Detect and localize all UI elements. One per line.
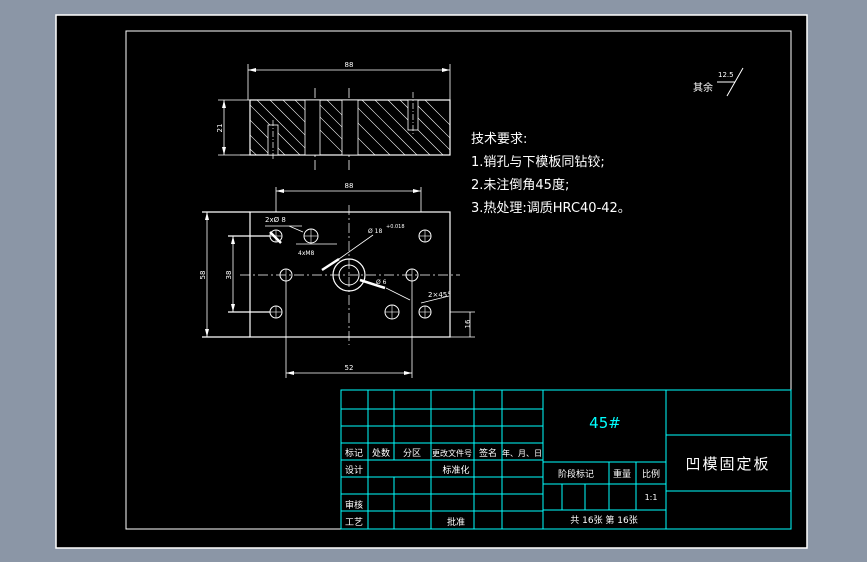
material-label: 45# bbox=[589, 414, 621, 432]
header-zone: 分区 bbox=[403, 448, 421, 459]
dim-plan-height-outer: 58 bbox=[199, 271, 207, 280]
title-block bbox=[340, 389, 792, 530]
header-date: 年、月、日 bbox=[502, 448, 542, 458]
dim-hole-c: Ø 18 bbox=[368, 228, 382, 235]
row-process: 工艺 bbox=[345, 517, 363, 528]
header-mark: 标记 bbox=[345, 447, 363, 459]
row-standard: 标准化 bbox=[442, 464, 469, 476]
roughness-symbol: 其余 12.5 bbox=[693, 67, 744, 97]
weight-label: 重量 bbox=[613, 468, 631, 480]
header-doc-no: 更改文件号 bbox=[432, 448, 472, 458]
dim-plan-width: 88 bbox=[345, 182, 354, 190]
roughness-value: 12.5 bbox=[718, 71, 734, 79]
roughness-label: 其余 bbox=[693, 81, 713, 94]
dim-plan-bottom-width: 52 bbox=[345, 364, 354, 372]
dim-plan-height-inner: 38 bbox=[225, 271, 233, 280]
dim-section-height: 21 bbox=[216, 124, 224, 133]
dim-right-offset: 16 bbox=[464, 319, 472, 328]
part-name: 凹模固定板 bbox=[685, 455, 770, 473]
dim-top-width: 88 bbox=[345, 61, 354, 69]
header-count: 处数 bbox=[372, 447, 390, 459]
dim-chamfer: 2×45° bbox=[428, 291, 451, 299]
scale-label: 比例 bbox=[642, 468, 660, 480]
scale-value: 1:1 bbox=[645, 493, 658, 502]
sheet-info: 共 16张 第 16张 bbox=[570, 514, 638, 526]
technical-notes: 技术要求: 1.销孔与下模板同钻铰; 2.未注倒角45度; 3.热处理:调质HR… bbox=[471, 132, 631, 216]
dim-hole-b: 4xM8 bbox=[298, 250, 315, 257]
note-item-3: 3.热处理:调质HRC40-42。 bbox=[471, 201, 631, 216]
dim-hole-a: 2xØ 8 bbox=[265, 216, 286, 224]
row-approve: 批准 bbox=[447, 516, 465, 528]
row-design: 设计 bbox=[345, 464, 363, 476]
row-review: 审核 bbox=[345, 499, 363, 511]
notes-heading: 技术要求: bbox=[471, 132, 527, 147]
note-item-2: 2.未注倒角45度; bbox=[471, 177, 569, 193]
header-signature: 签名 bbox=[479, 447, 497, 459]
dim-hole-c-tol: +0.018 bbox=[386, 224, 405, 230]
dim-hole-d: Ø 6 bbox=[376, 279, 387, 286]
section-view: 88 bbox=[216, 61, 451, 170]
note-item-1: 1.销孔与下模板同钻铰; bbox=[471, 155, 605, 170]
plan-view: 88 2xØ bbox=[199, 182, 475, 378]
title-block-text: 45# 凹模固定板 标记 处数 分区 更改文件号 签名 年、月、日 设计 标准化… bbox=[345, 414, 770, 528]
stage-label: 阶段标记 bbox=[558, 468, 594, 480]
